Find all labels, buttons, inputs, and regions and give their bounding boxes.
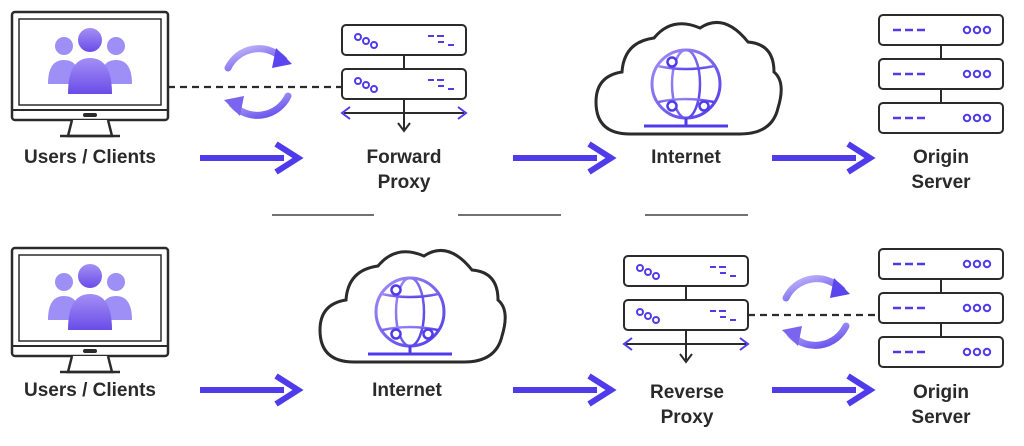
- origin-server-label-line1: Origin: [913, 382, 969, 403]
- origin-server-label-line1: Origin: [913, 147, 969, 168]
- origin-server-label-line2: Server: [911, 172, 971, 193]
- origin-server-stack-icon: [879, 249, 1003, 367]
- arrow-right-icon: [513, 376, 611, 404]
- forward-row: [10, 10, 1003, 172]
- forward-proxy-server-icon: [342, 25, 466, 131]
- monitor-users-icon: [10, 246, 170, 374]
- arrow-right-icon: [513, 144, 611, 172]
- forward-proxy-label-line2: Proxy: [377, 172, 431, 193]
- monitor-users-icon: [10, 10, 170, 138]
- internet-label: Internet: [372, 380, 442, 401]
- origin-server-stack-icon: [879, 15, 1003, 133]
- arrow-right-icon: [200, 144, 298, 172]
- reverse-proxy-label-line2: Proxy: [660, 407, 714, 428]
- internet-cloud-icon: [318, 248, 507, 364]
- origin-server-label-line2: Server: [911, 407, 971, 428]
- arrow-right-icon: [772, 144, 870, 172]
- reverse-proxy-server-icon: [624, 256, 748, 362]
- users-clients-label: Users / Clients: [24, 380, 156, 401]
- sync-cycle-icon: [782, 278, 850, 346]
- arrow-right-icon: [200, 376, 298, 404]
- forward-proxy-label-line1: Forward: [366, 147, 442, 168]
- users-clients-label: Users / Clients: [24, 147, 156, 168]
- reverse-proxy-label-line1: Reverse: [650, 382, 724, 403]
- reverse-row: [10, 246, 1003, 404]
- internet-cloud-icon: [594, 20, 783, 136]
- internet-label: Internet: [651, 147, 721, 168]
- sync-cycle-icon: [224, 48, 292, 116]
- arrow-right-icon: [772, 376, 870, 404]
